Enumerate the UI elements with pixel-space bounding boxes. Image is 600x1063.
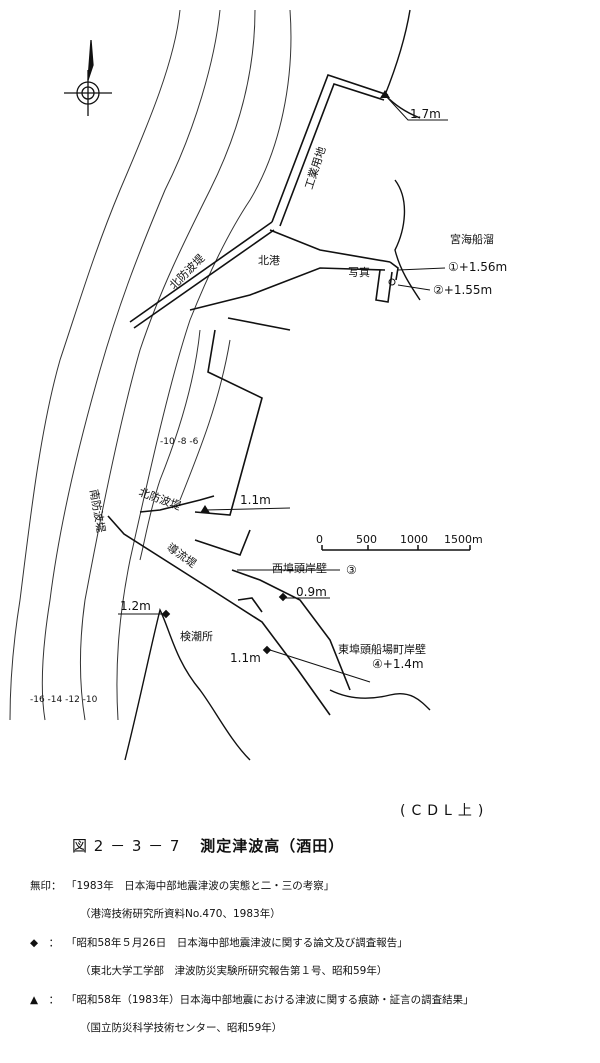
figure-title: 図 2 － 3 － 7 測定津波高（酒田） bbox=[72, 835, 344, 856]
reference-item: ◆ ： 「昭和58年５月26日 日本海中部地震津波に関する論文及び調査報告」 bbox=[30, 935, 408, 950]
label-miyaumi: 宮海船溜 bbox=[450, 232, 494, 246]
label-nishi-futo: 西埠頭岸壁 bbox=[272, 561, 327, 575]
scale-label-500: 500 bbox=[356, 533, 377, 546]
label-depth-bottom: -16 -14 -12 -10 bbox=[30, 695, 98, 705]
diamond-marker-icon bbox=[278, 592, 288, 602]
reference-source: （国立防災科学技術センター、昭和59年） bbox=[80, 1022, 283, 1034]
depth-contours bbox=[9, 9, 292, 721]
reference-item: ▲ ： 「昭和58年（1983年）日本海中部地震における津波に関する痕跡・証言の調… bbox=[30, 992, 474, 1007]
leader-lines bbox=[118, 94, 448, 683]
reference-text: 「昭和58年５月26日 日本海中部地震津波に関する論文及び調査報告」 bbox=[66, 937, 408, 949]
height-point-2: ②+1.55m bbox=[433, 283, 492, 297]
photo-point-icon bbox=[388, 278, 396, 286]
scale-label-1500: 1500m bbox=[444, 533, 483, 546]
label-higashi-futo: 東埠頭船場町岸壁 bbox=[338, 642, 426, 656]
scale-label-1000: 1000 bbox=[400, 533, 428, 546]
reference-source: （港湾技術研究所資料No.470、1983年） bbox=[80, 908, 281, 920]
height-point-1: ①+1.56m bbox=[448, 260, 507, 274]
height-point-4: ④+1.4m bbox=[372, 657, 424, 671]
label-shashin: 写真 bbox=[348, 265, 370, 279]
reference-source: （東北大学工学部 津波防災実験所研究報告第１号、昭和59年） bbox=[80, 965, 388, 977]
triangle-marker-icon bbox=[200, 505, 210, 513]
reference-item: 無印： 「1983年 日本海中部地震津波の実態と二・三の考察」 bbox=[30, 878, 334, 893]
height-1-1m-north: 1.1m bbox=[240, 493, 271, 507]
label-kita-minato: 北港 bbox=[258, 254, 280, 267]
label-kogyo: 工業用地 bbox=[302, 145, 328, 191]
reference-mark: ▲ ： bbox=[30, 994, 60, 1006]
label-tsukiji: 導流堤 bbox=[164, 540, 199, 570]
label-kenchojo: 検潮所 bbox=[180, 629, 213, 643]
reference-text: 「昭和58年（1983年）日本海中部地震における津波に関する痕跡・証言の調査結果… bbox=[66, 994, 474, 1006]
north-harbor-structures bbox=[129, 73, 399, 556]
scale-label-0: 0 bbox=[316, 533, 323, 546]
height-0-9m: 0.9m bbox=[296, 585, 327, 599]
cdl-note: (CDL上) bbox=[400, 803, 490, 819]
height-1-2m: 1.2m bbox=[120, 599, 151, 613]
height-point-3: ③ bbox=[346, 563, 357, 577]
figure-name: 測定津波高（酒田） bbox=[200, 837, 345, 855]
reference-mark: ◆ ： bbox=[30, 937, 60, 949]
scale-bar bbox=[321, 545, 471, 551]
height-1-1m-south: 1.1m bbox=[230, 651, 261, 665]
diamond-marker-icon bbox=[262, 645, 272, 655]
reference-mark: 無印： bbox=[30, 880, 62, 892]
south-breakwater bbox=[107, 495, 351, 716]
harbor-map: 0 500 1000 1500m 北防波堤 北港 工業用地 宮海船溜 写真 北防… bbox=[9, 9, 507, 761]
reference-text: 「1983年 日本海中部地震津波の実態と二・三の考察」 bbox=[66, 880, 335, 892]
height-1-7m: 1.7m bbox=[410, 107, 441, 121]
triangle-marker-icon bbox=[380, 90, 390, 98]
figure-number: 図 2 － 3 － 7 bbox=[72, 837, 181, 855]
label-kita-bohatei-2: 北防波堤 bbox=[137, 485, 183, 513]
north-arrow-icon bbox=[64, 39, 112, 116]
label-depth-mid: -10 -8 -6 bbox=[160, 437, 199, 447]
